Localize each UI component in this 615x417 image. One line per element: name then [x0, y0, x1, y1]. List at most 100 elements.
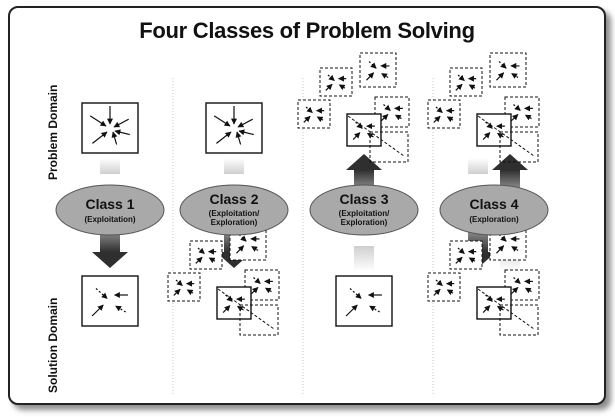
flow-arrow-shaft — [100, 232, 120, 252]
class-ellipse — [179, 184, 289, 236]
small-arrow — [498, 61, 507, 69]
small-arrow — [327, 74, 335, 82]
class-name: Class 3 — [339, 191, 388, 207]
small-arrow — [485, 294, 493, 302]
small-arrow — [208, 257, 216, 264]
class-ellipse — [55, 184, 165, 236]
class-name: Class 2 — [209, 191, 258, 207]
small-arrow — [175, 279, 183, 287]
small-arrow — [446, 289, 454, 296]
diagram-title: Four Classes of Problem Solving — [139, 18, 475, 43]
small-arrow — [496, 72, 505, 81]
small-arrow — [366, 132, 374, 139]
small-arrow — [513, 277, 521, 284]
small-arrow — [237, 118, 253, 128]
small-arrow — [433, 288, 441, 296]
small-arrow — [496, 132, 504, 139]
class-subtitle: (Exploration) — [469, 215, 519, 224]
small-arrow — [485, 121, 493, 129]
small-arrow — [349, 288, 362, 299]
dashed-box — [427, 99, 461, 129]
small-arrow — [380, 113, 389, 122]
class-panel-2: Class 2(Exploitation/Exploration) — [167, 102, 289, 336]
small-arrow — [383, 104, 391, 111]
link-line — [347, 115, 405, 157]
small-arrow — [115, 305, 126, 313]
small-arrow — [92, 131, 108, 144]
small-arrow — [173, 288, 181, 296]
dashed-box — [239, 304, 279, 336]
small-arrow — [195, 256, 203, 264]
dashed-box — [449, 240, 483, 270]
dashed-box — [427, 272, 461, 302]
small-arrow — [511, 72, 519, 79]
small-arrow — [511, 245, 519, 252]
small-arrow — [213, 115, 231, 127]
domain-box — [81, 275, 139, 327]
small-arrow — [325, 83, 333, 91]
small-arrow — [89, 115, 107, 127]
class-ellipse — [309, 184, 419, 236]
small-arrow — [366, 72, 375, 81]
small-arrow — [482, 132, 491, 141]
small-arrow — [253, 277, 261, 284]
class-subtitle: (Exploitation) — [84, 215, 135, 224]
small-arrow — [222, 305, 231, 314]
flow-arrow-shaft — [468, 158, 488, 174]
class-panel-1: Class 1(Exploitation) — [55, 102, 165, 327]
dashed-box — [369, 131, 409, 163]
dashed-box — [489, 52, 527, 88]
class-diagram: Class 1(Exploitation)Class 2(Exploitatio… — [55, 52, 549, 394]
dashed-box — [167, 272, 201, 302]
small-arrow — [345, 304, 358, 317]
class-panel-4: Class 4 (Exploration) — [427, 52, 549, 336]
dashed-box — [319, 67, 353, 97]
dashed-box — [189, 240, 223, 270]
small-arrow — [446, 116, 454, 123]
class-panel-3: Class 3(Exploitation/Exploration) — [297, 52, 419, 327]
small-arrow — [316, 116, 324, 123]
small-arrow — [305, 106, 313, 114]
small-arrow — [111, 131, 118, 145]
dashed-box — [359, 52, 397, 88]
small-arrow — [238, 234, 247, 242]
small-arrow — [250, 286, 259, 295]
small-arrow — [457, 74, 465, 82]
small-arrow — [455, 83, 463, 91]
dashed-box — [499, 304, 539, 336]
dashed-box — [499, 131, 539, 163]
small-arrow — [394, 114, 402, 121]
class-name: Class 4 — [469, 196, 518, 212]
small-arrow — [435, 106, 443, 114]
small-arrow — [510, 286, 519, 295]
domain-box — [335, 275, 393, 327]
small-arrow — [236, 245, 245, 254]
class-subtitle: Exploration) — [341, 218, 388, 227]
small-arrow — [524, 287, 532, 294]
small-arrow — [186, 289, 194, 296]
link-line — [477, 115, 535, 157]
small-arrow — [369, 305, 380, 313]
domain-box — [476, 113, 512, 147]
domain-box — [476, 286, 512, 320]
small-arrow — [355, 121, 363, 129]
small-arrow — [457, 247, 465, 255]
flow-arrow-shaft — [500, 170, 520, 188]
diagram-frame: Four Classes of Problem Solving Problem … — [8, 6, 606, 405]
small-arrow — [225, 294, 233, 302]
link-line — [477, 288, 535, 330]
small-arrow — [510, 113, 519, 122]
small-arrow — [91, 304, 104, 317]
flow-arrow-shaft — [224, 158, 244, 174]
flow-arrow-shaft — [354, 246, 374, 271]
flow-arrow-shaft — [354, 170, 374, 188]
small-arrow — [236, 305, 244, 312]
small-arrow — [95, 288, 108, 299]
small-arrow — [513, 104, 521, 111]
domain-box — [216, 286, 252, 320]
small-arrow — [251, 245, 259, 252]
small-arrow — [216, 131, 232, 144]
dashed-box — [449, 67, 483, 97]
class-subtitle: Exploration) — [211, 218, 258, 227]
small-arrow — [468, 257, 476, 264]
